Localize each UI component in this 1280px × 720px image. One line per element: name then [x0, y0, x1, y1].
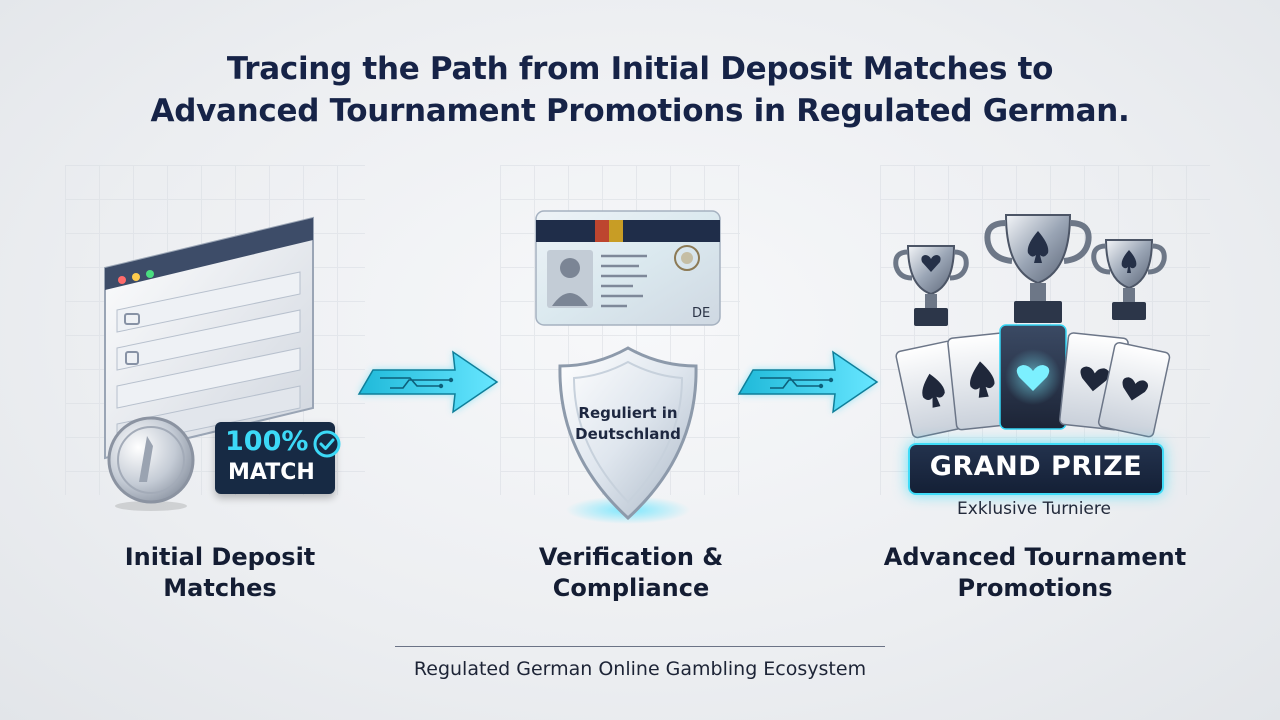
playing-cards-icon: [895, 324, 1171, 439]
match-badge-percent: 100%: [225, 426, 309, 457]
id-card-country: DE: [692, 306, 711, 321]
diagram-title: Tracing the Path from Initial Deposit Ma…: [0, 48, 1280, 132]
trophy-icon-right: [1091, 239, 1167, 320]
stage-label-tournament-line-1: Advanced Tournament: [883, 543, 1187, 571]
trophy-icon-left: [893, 245, 969, 326]
stage-label-tournament-line-2: Promotions: [957, 574, 1113, 602]
stage-label-deposit: Initial Deposit Matches: [40, 542, 400, 604]
euro-coin-icon: [107, 416, 195, 511]
id-card-icon: [535, 210, 721, 326]
grand-prize-banner: GRAND PRIZE: [908, 443, 1164, 495]
circuit-arrow-icon-right: [737, 350, 879, 414]
shield-icon: Reguliert in Deutschland: [558, 346, 698, 524]
title-line-2: Advanced Tournament Promotions in Regula…: [150, 93, 1130, 129]
stage-label-verification-line-1: Verification &: [538, 543, 724, 571]
shield-text-line-2: Deutschland: [575, 425, 681, 443]
stage-label-deposit-line-1: Initial Deposit: [124, 543, 316, 571]
grand-prize-text: GRAND PRIZE: [929, 451, 1143, 482]
trophy-icon-center: [984, 214, 1092, 323]
title-line-1: Tracing the Path from Initial Deposit Ma…: [226, 51, 1054, 87]
shield-text-line-1: Reguliert in: [578, 404, 677, 422]
match-badge-text: MATCH: [228, 460, 315, 485]
circuit-arrow-icon-left: [357, 350, 499, 414]
stage-label-verification-line-2: Compliance: [552, 574, 710, 602]
check-circle-icon: [313, 430, 341, 458]
stage-label-deposit-line-2: Matches: [163, 574, 277, 602]
stage-label-verification: Verification & Compliance: [451, 542, 811, 604]
footer-caption: Regulated German Online Gambling Ecosyst…: [413, 658, 867, 680]
stage-label-tournament: Advanced Tournament Promotions: [855, 542, 1215, 604]
footer-divider: [395, 646, 885, 647]
match-badge: 100% MATCH: [215, 422, 341, 494]
grand-prize-caption: Exklusive Turniere: [957, 499, 1111, 519]
